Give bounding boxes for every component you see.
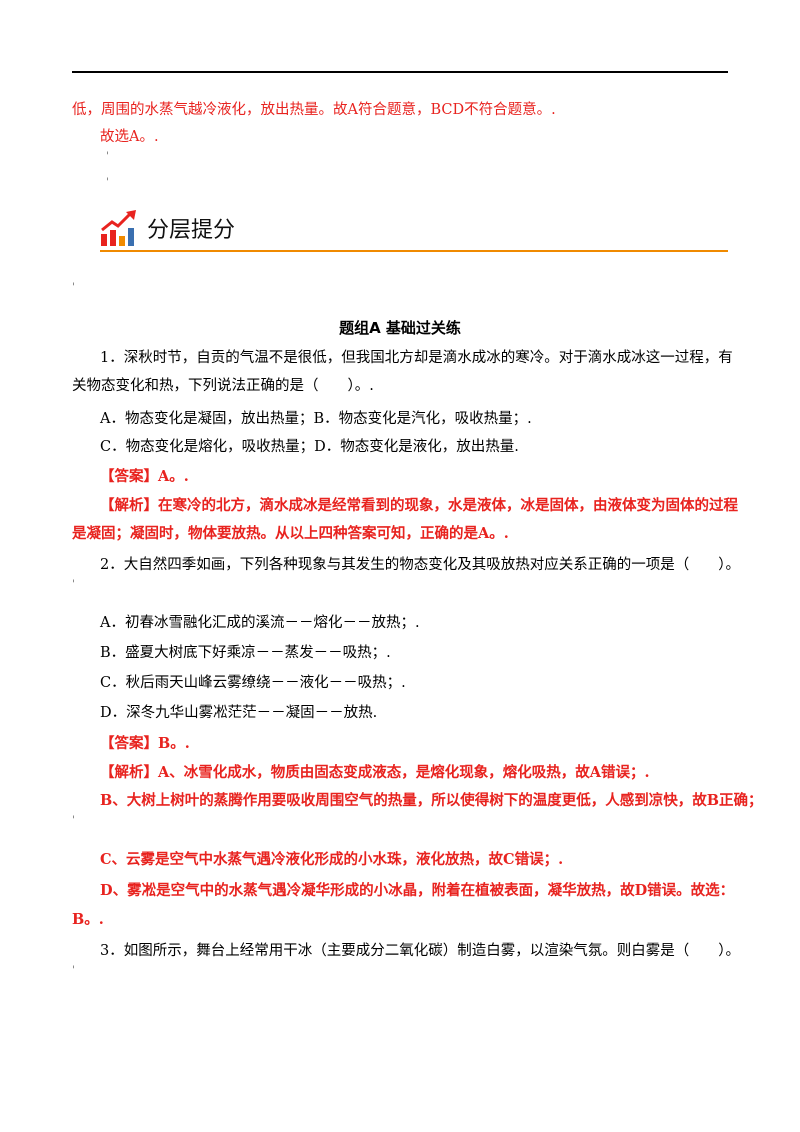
q2-option-a: A．初春冰雪融化汇成的溪流－－熔化－－放热；. <box>100 615 420 631</box>
q2-analysis-e: B。. <box>72 911 104 928</box>
section-title: 分层提分 <box>147 218 236 243</box>
header-rule <box>72 71 728 73</box>
prev-answer-choice: 故选A。. <box>100 129 159 145</box>
q3-stem: 3．如图所示，舞台上经常用干冰（主要成分二氧化碳）制造白雾，以渲染气氛。则白雾是… <box>100 943 740 959</box>
q2-option-d: D．深冬九华山雾凇茫茫－－凝固－－放热. <box>100 705 378 721</box>
q1-stem: 1．深秋时节，自贡的气温不是很低，但我国北方却是滴水成冰的寒冷。对于滴水成冰这一… <box>100 350 733 366</box>
paragraph-mark: ' <box>106 177 109 188</box>
q2-analysis-a: 【解析】A、冰雪化成水，物质由固态变成液态，是熔化现象，熔化吸热，故A错误；. <box>100 764 650 781</box>
q2-analysis-d: D、雾凇是空气中的水蒸气遇冷凝华形成的小冰晶，附着在植被表面，凝华放热，故D错误… <box>100 882 735 899</box>
q2-option-b: B．盛夏大树底下好乘凉－－蒸发－－吸热；. <box>100 645 391 661</box>
q1-stem-cont: 关物态变化和热，下列说法正确的是（ ）。. <box>72 378 374 394</box>
q2-analysis-b: B、大树上树叶的蒸腾作用要吸收周围空气的热量，所以使得树下的温度更低，人感到凉快… <box>100 792 763 809</box>
paragraph-mark: ' <box>72 579 75 590</box>
q2-stem: 2．大自然四季如画，下列各种现象与其发生的物态变化及其吸放热对应关系正确的一项是… <box>100 557 740 573</box>
q2-analysis-c: C、云雾是空气中水蒸气遇冷液化形成的小水珠，液化放热，故C错误；. <box>100 851 564 868</box>
q1-analysis-cont: 是凝固；凝固时，物体要放热。从以上四种答案可知，正确的是A。. <box>72 525 509 542</box>
group-title: 题组A 基础过关练 <box>339 319 461 337</box>
section-rule <box>100 250 728 252</box>
paragraph-mark: ' <box>72 815 75 826</box>
q1-answer: 【答案】A。. <box>100 468 189 485</box>
prev-analysis-line: 低，周围的水蒸气越冷液化，放出热量。故A符合题意，BCD不符合题意。. <box>72 102 556 118</box>
q1-analysis: 【解析】在寒冷的北方，滴水成冰是经常看到的现象，水是液体，冰是固体，由液体变为固… <box>100 497 738 514</box>
paragraph-mark: ' <box>72 965 75 976</box>
trend-chart-icon <box>100 210 140 248</box>
paragraph-mark: ' <box>72 282 75 293</box>
paragraph-mark: ' <box>106 151 109 162</box>
q1-options-cd: C．物态变化是熔化，吸收热量；D．物态变化是液化，放出热量. <box>100 439 519 455</box>
q2-option-c: C．秋后雨天山峰云雾缭绕－－液化－－吸热；. <box>100 675 406 691</box>
q1-options-ab: A．物态变化是凝固，放出热量；B．物态变化是汽化，吸收热量；. <box>100 411 532 427</box>
q2-answer: 【答案】B。. <box>100 735 190 752</box>
